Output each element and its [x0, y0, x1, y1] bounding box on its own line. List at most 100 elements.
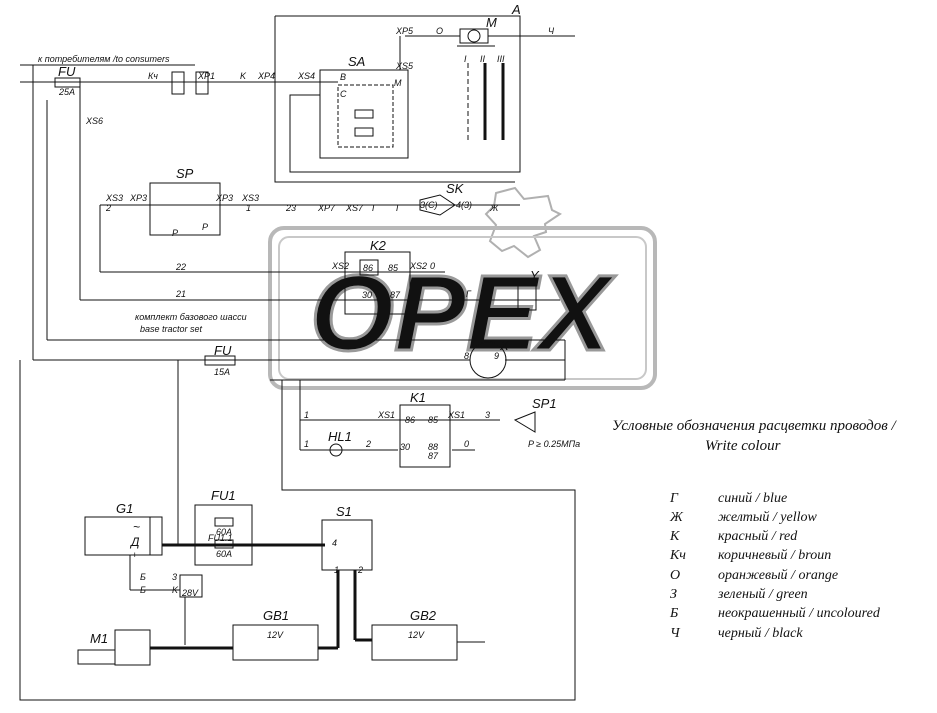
lbl-xs3-left: XS3	[105, 193, 123, 203]
lbl-k1-30: 30	[400, 442, 410, 452]
x-connector	[469, 341, 507, 379]
label-fu1-60a: 60A	[216, 527, 232, 537]
s1-battery-switch	[321, 519, 373, 571]
lbl-k1-88: 88	[428, 442, 438, 452]
lbl-k: K	[240, 71, 247, 81]
m1-starter	[114, 629, 151, 666]
label-k1: K1	[410, 390, 426, 405]
label-gb1: GB1	[263, 608, 289, 623]
y-valve	[517, 284, 537, 311]
opex-watermark: OPEX	[268, 186, 657, 390]
lbl-k1-0: 0	[464, 439, 469, 449]
lbl-pos-3: III	[497, 54, 505, 64]
lbl-k1-xs1-left: XS1	[377, 410, 395, 420]
lbl-k1-2: 2	[365, 439, 371, 449]
label-relay-28v: 28V	[181, 588, 199, 598]
label-g1-tilde: ~	[133, 520, 140, 534]
lbl-9: 9	[494, 351, 499, 361]
legend-code: З	[670, 587, 677, 602]
lbl-pos-2: II	[480, 54, 486, 64]
wire-colour-legend: Условные обозначения расцветки проводов …	[612, 418, 898, 641]
lbl-xp3-left: XP3	[129, 193, 147, 203]
legend-code: Г	[669, 491, 679, 506]
fu1-fuse-block	[194, 504, 253, 566]
lbl-8: 8	[464, 351, 469, 361]
legend-code: Ч	[670, 626, 681, 641]
label-gb2: GB2	[410, 608, 437, 623]
label-sp1: SP1	[532, 396, 557, 411]
lbl-o-k2: 0	[430, 261, 435, 271]
legend-name: желтый / yellow	[718, 510, 817, 525]
lbl-xs2-right: XS2	[409, 261, 427, 271]
label-hl1: HL1	[328, 429, 352, 444]
lbl-xs3-right: XS3	[241, 193, 259, 203]
label-fu-mid-rating: 15A	[214, 367, 230, 377]
legend-title-en: Write colour	[705, 438, 781, 454]
label-base-set-ru: комплект базового шасси	[135, 312, 247, 322]
fu-15a-fuse	[204, 355, 236, 366]
label-base-set-en: base tractor set	[140, 324, 203, 334]
lbl-s1-4: 4	[332, 538, 337, 548]
legend-name: черный / black	[718, 626, 803, 641]
lbl-3c: 3(С)	[420, 200, 438, 210]
lbl-xp3-right: XP3	[215, 193, 233, 203]
lbl-22: 22	[175, 262, 186, 272]
lbl-k1-3: 3	[485, 410, 490, 420]
lbl-k1-xs1-right: XS1	[447, 410, 465, 420]
lbl-kch: Кч	[148, 71, 158, 81]
lbl-xs6: XS6	[85, 116, 103, 126]
relay-28v	[179, 574, 203, 598]
lbl-b-w1: Б	[140, 572, 146, 582]
label-fu1-1: FU1.1	[208, 533, 233, 543]
lbl-pos-1: I	[464, 54, 467, 64]
label-g1-d: Д	[129, 535, 140, 549]
legend-name: оранжевый / orange	[718, 568, 838, 583]
lbl-xp1: XP1	[197, 71, 215, 81]
legend-name: неокрашенный / uncoloured	[718, 606, 881, 621]
label-sa: SA	[348, 54, 365, 69]
g1-generator	[84, 516, 151, 556]
k2-relay	[344, 251, 411, 315]
motor-m	[459, 28, 489, 44]
lbl-m: M	[394, 78, 402, 88]
lbl-3: 3	[172, 572, 177, 582]
lbl-c: C	[340, 89, 347, 99]
label-gb1-12v: 12V	[267, 630, 284, 640]
lbl-b-w2: Б	[140, 585, 146, 595]
label-fu1: FU1	[211, 488, 236, 503]
lbl-g-1: Г	[372, 203, 378, 213]
label-s1: S1	[336, 504, 352, 519]
label-k2: K2	[370, 238, 387, 253]
lbl-k1-1a: 1	[304, 410, 309, 420]
lbl-k1-85: 85	[428, 415, 439, 425]
k1-relay	[399, 404, 451, 468]
lbl-21: 21	[175, 289, 186, 299]
label-gb2-12v: 12V	[408, 630, 425, 640]
legend-code: Кч	[669, 548, 686, 563]
lbl-k1-86: 86	[405, 415, 415, 425]
lbl-23: 23	[285, 203, 296, 213]
label-x: X	[499, 338, 510, 353]
gb1-battery	[232, 624, 319, 661]
lbl-30: 30	[362, 290, 372, 300]
label-fu1-1-60a: 60A	[216, 549, 232, 559]
lbl-87: 87	[390, 290, 401, 300]
lbl-85: 85	[388, 263, 399, 273]
lbl-k-w: K	[172, 585, 179, 595]
lbl-p1: P	[172, 228, 178, 238]
legend-code: О	[670, 568, 680, 583]
legend-title-ru: Условные обозначения расцветки проводов …	[612, 418, 898, 434]
lbl-43: 4(3)	[456, 200, 472, 210]
lbl-xs7: XS7	[345, 203, 364, 213]
label-sp1-pressure: P ≥ 0.25МПа	[528, 439, 580, 449]
lbl-o: O	[436, 26, 443, 36]
label-fu-mid: FU	[214, 343, 232, 358]
legend-name: красный / red	[718, 529, 798, 544]
legend-name: зеленый / green	[717, 587, 808, 602]
sp-pressure-switch	[149, 182, 221, 236]
lbl-k1-1b: 1	[304, 439, 309, 449]
lbl-k1-87: 87	[428, 451, 439, 461]
label-to-consumers: к потребителям /to consumers	[38, 54, 170, 64]
hl1-lamp	[329, 443, 343, 457]
